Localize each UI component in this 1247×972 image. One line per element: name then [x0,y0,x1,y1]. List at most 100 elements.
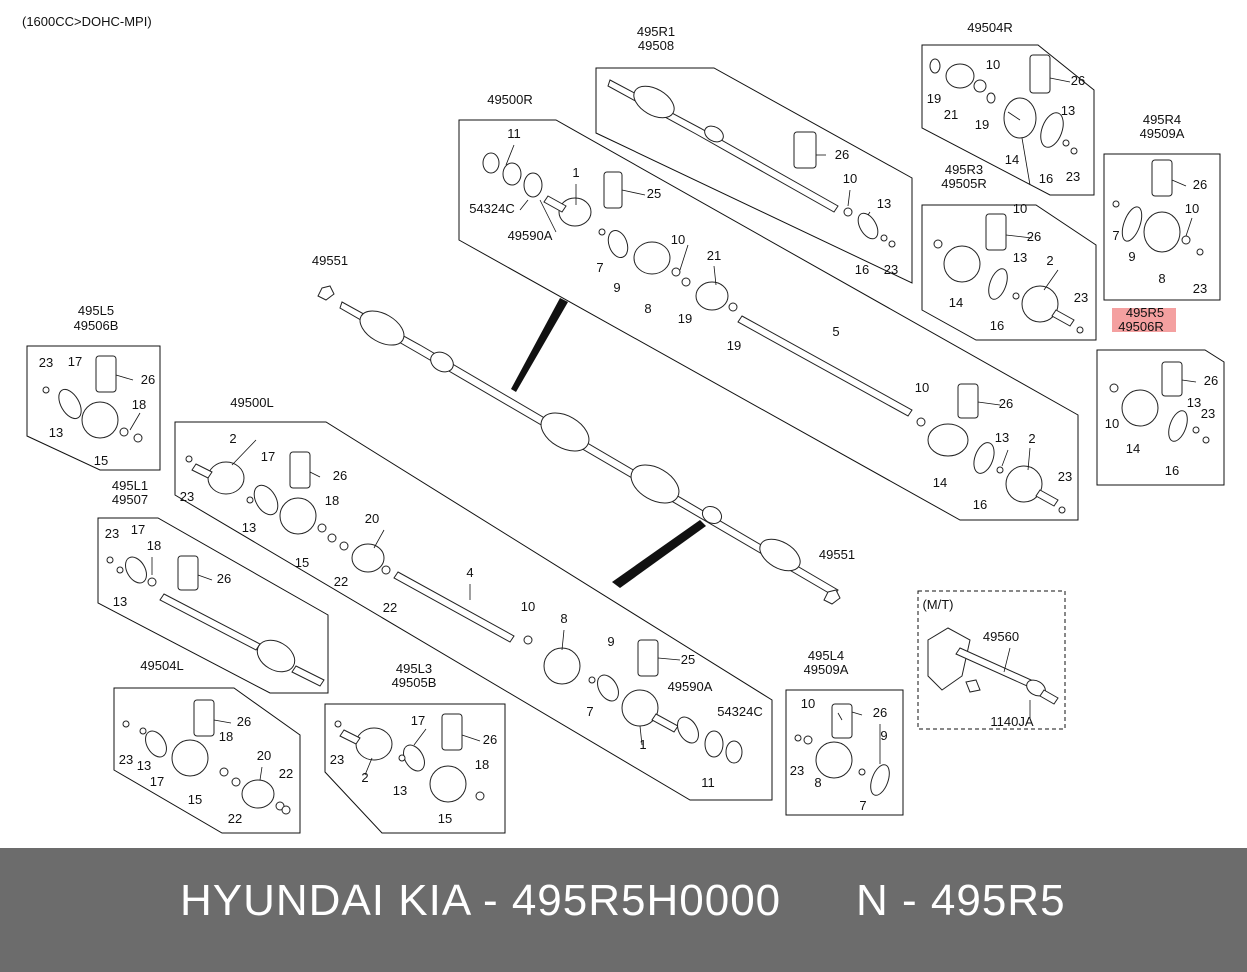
part-label: 8 [1158,271,1165,286]
parts-495L1 [106,555,325,687]
part-label: 7 [596,260,603,275]
part-label: 49509A [804,662,849,677]
part-label: 26 [999,396,1013,411]
part-label: 19 [678,311,692,326]
part-label: 26 [1027,229,1041,244]
part-label: 49509A [1140,126,1185,141]
part-label: 49590A [668,679,713,694]
part-label: 49506R [1118,319,1164,334]
leader-line [1043,269,1059,291]
part-label: 49551 [312,253,348,268]
parts-495L3 [334,713,485,803]
part-label: 13 [877,196,891,211]
part-label: 14 [949,295,963,310]
parts-495R4 [1112,159,1204,256]
part-label: 13 [995,430,1009,445]
leader-line [867,211,871,216]
leader-line [364,757,373,776]
part-label: 26 [835,147,849,162]
part-label: 16 [1165,463,1179,478]
part-label: 7 [586,704,593,719]
parts-49500R [482,152,1066,514]
part-label: 23 [1201,406,1215,421]
part-label: 49500R [487,92,533,107]
part-label: 1 [639,737,646,752]
leader-line [213,719,232,724]
part-label: 23 [1066,169,1080,184]
part-label: 16 [1039,171,1053,186]
part-label: 20 [257,748,271,763]
part-label: 8 [814,775,821,790]
part-label: 13 [137,758,151,773]
parts-49500L [185,451,743,764]
leader-line [639,725,643,746]
part-label: 495R4 [1143,112,1181,127]
part-label: 25 [647,186,661,201]
panel-495R4 [1103,153,1221,301]
leader-line [373,529,385,549]
part-label: 9 [613,280,620,295]
part-label: 23 [330,752,344,767]
panel-49504R [921,44,1095,196]
leader-line [129,412,141,431]
callout-wedges [511,298,706,588]
part-label: 22 [334,574,348,589]
part-label: 49504L [140,658,183,673]
part-label: 10 [1185,201,1199,216]
part-label: 19 [727,338,741,353]
part-label: 23 [39,355,53,370]
part-label: 15 [438,811,452,826]
part-label: 7 [1112,228,1119,243]
leader-line [413,728,427,746]
panel-495R1 [595,67,913,284]
leader-line [1001,449,1009,467]
part-label: 18 [219,729,233,744]
part-label: 23 [1074,290,1088,305]
part-label: 21 [944,107,958,122]
leader-line [1181,379,1197,383]
leader-line [1049,77,1071,83]
part-label: 17 [150,774,164,789]
part-label: 10 [1013,201,1027,216]
part-label: 18 [325,493,339,508]
part-label: 19 [975,117,989,132]
leader-line [679,244,689,271]
panel-49500R [458,119,1079,521]
part-label: 14 [933,475,947,490]
part-label: 49500L [230,395,273,410]
part-label: 49508 [638,38,674,53]
part-label: 10 [801,696,815,711]
part-label: 11 [701,775,715,790]
leader-line [1005,234,1033,239]
part-label: 16 [973,497,987,512]
part-label: 2 [1028,431,1035,446]
part-label: 10 [986,57,1000,72]
part-label: 13 [49,425,63,440]
part-label: 49506B [74,318,119,333]
part-label: 23 [790,763,804,778]
part-label: 2 [229,431,236,446]
part-label: 495L5 [78,303,114,318]
panel-495L1 [97,517,329,694]
leader-line [1185,217,1193,237]
leader-line [309,471,321,478]
part-label: 17 [411,713,425,728]
part-label: 14 [1126,441,1140,456]
part-label: 1140JA [990,714,1033,729]
leader-line [561,629,565,651]
leader-line [1171,179,1187,187]
parts-495R5 [1109,361,1210,444]
part-label: 26 [237,714,251,729]
parts-49560 [927,627,1059,705]
panel-495L4 [785,689,904,816]
part-label: 17 [131,522,145,537]
panel-495L5 [26,345,161,471]
part-label: 26 [873,705,887,720]
part-label: 23 [884,262,898,277]
part-label: 49560 [983,629,1019,644]
panel-mt-bracket [917,590,1066,730]
part-label: 495R1 [637,24,675,39]
part-label: 15 [295,555,309,570]
leader-line [837,712,843,721]
leader-line [259,766,263,781]
